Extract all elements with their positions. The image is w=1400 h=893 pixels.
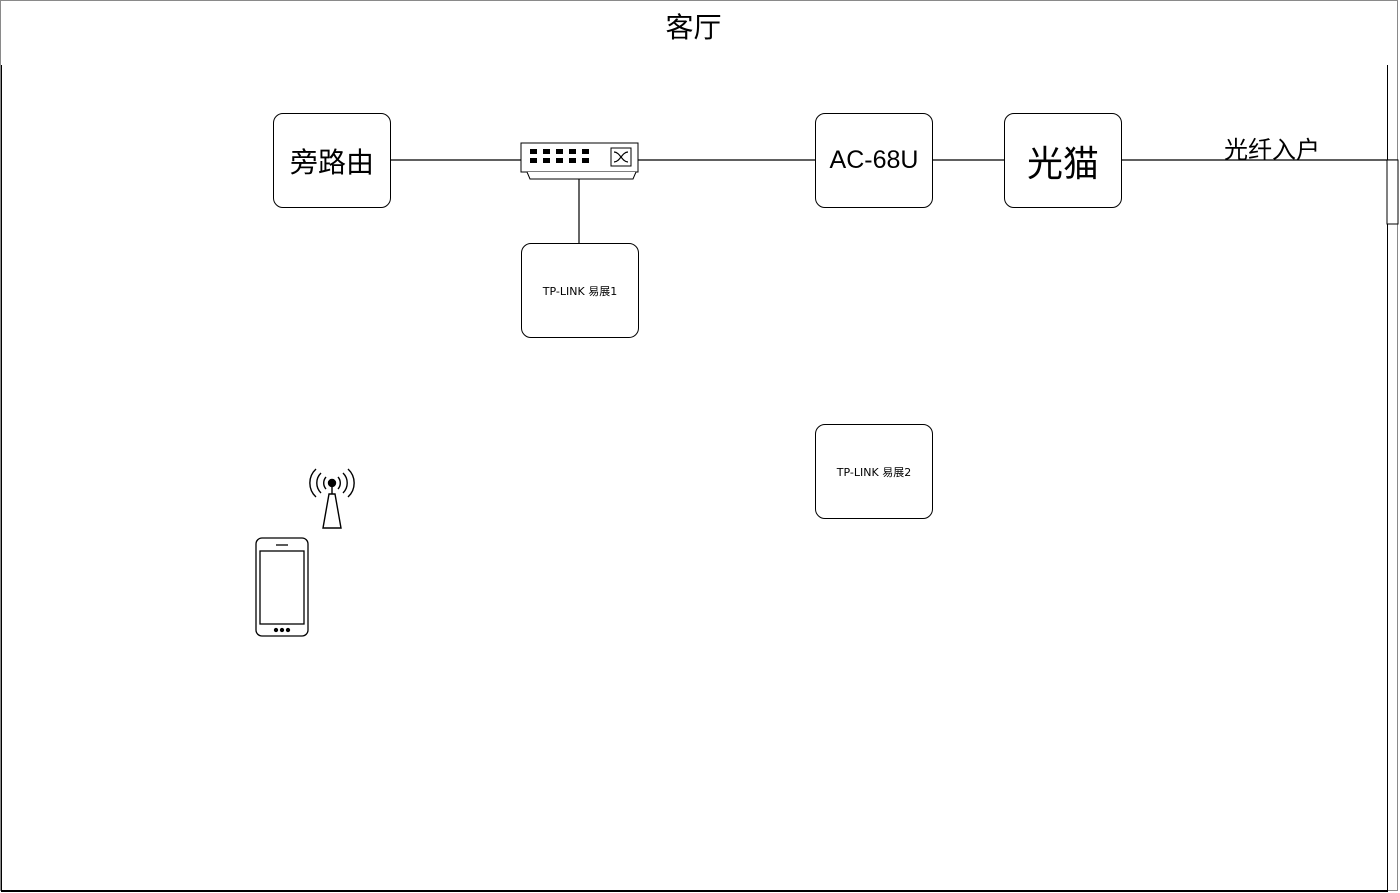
optical-modem-label: 光猫 (1026, 143, 1099, 185)
fiber-entry-port (1386, 159, 1399, 225)
living-room-boundary (1, 65, 1388, 892)
extender-1-node: TP-LINK 易展1 (521, 243, 639, 338)
room-title: 客厅 (665, 11, 722, 44)
bypass-router-node: 旁路由 (273, 113, 391, 208)
bypass-router-label: 旁路由 (289, 145, 374, 179)
wifi-antenna-icon (309, 468, 355, 529)
fiber-entry-label: 光纤入户 (1224, 136, 1320, 164)
optical-modem-node: 光猫 (1004, 113, 1122, 208)
smartphone-icon (255, 537, 309, 637)
main-router-label: AC-68U (829, 146, 919, 174)
extender-1-label: TP-LINK 易展1 (542, 284, 618, 298)
main-router-node: AC-68U (815, 113, 933, 208)
extender-2-label: TP-LINK 易展2 (836, 465, 912, 479)
extender-2-node: TP-LINK 易展2 (815, 424, 933, 519)
network-switch-icon (520, 142, 639, 180)
